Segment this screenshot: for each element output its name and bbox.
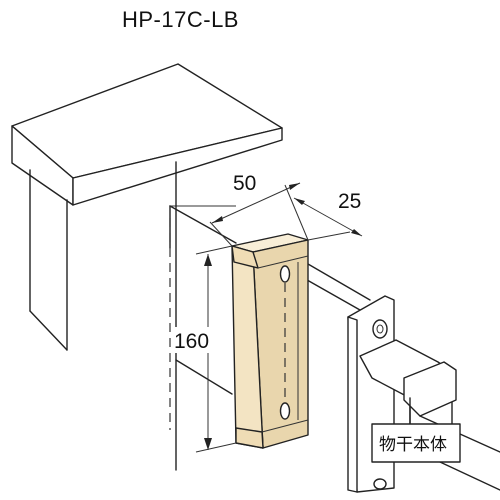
arrow-head bbox=[204, 254, 212, 266]
screw-hole-top bbox=[279, 265, 291, 283]
arrow-head bbox=[212, 216, 223, 223]
height-label-bg bbox=[172, 327, 222, 353]
extension-line bbox=[307, 231, 351, 241]
arrow-head bbox=[289, 183, 300, 190]
wooden-spacer-block bbox=[231, 233, 309, 449]
body-label: 物干本体 bbox=[379, 435, 447, 455]
plate-hole-top bbox=[372, 319, 388, 339]
beam-side bbox=[72, 127, 283, 206]
plate-hole-top-inner bbox=[376, 324, 384, 334]
dimension-depth: 25 bbox=[293, 190, 363, 241]
wall-edge bbox=[169, 205, 237, 244]
back-plate-edge bbox=[347, 316, 358, 493]
dimension-width: 50 bbox=[209, 172, 309, 247]
block-cap-line bbox=[257, 255, 309, 269]
arrow-head bbox=[204, 438, 212, 450]
clothes-dryer-body: 物干本体 bbox=[347, 295, 500, 493]
extension-line bbox=[195, 442, 237, 453]
screw-hole-bottom bbox=[279, 402, 291, 420]
block-bottom-line bbox=[261, 419, 309, 433]
dimension-line bbox=[293, 197, 363, 237]
plate-hole-bottom bbox=[373, 478, 387, 490]
extension-line bbox=[284, 184, 309, 241]
label-box bbox=[371, 423, 461, 463]
height-value: 160 bbox=[174, 330, 209, 353]
extension-line bbox=[195, 245, 233, 255]
arm-front bbox=[403, 361, 457, 417]
depth-value: 25 bbox=[338, 190, 361, 213]
rod-line bbox=[307, 263, 371, 301]
post-bottom bbox=[29, 310, 68, 351]
block-bottom-band bbox=[235, 427, 264, 449]
dimension-line bbox=[211, 182, 301, 224]
window-frame bbox=[11, 63, 283, 351]
width-value: 50 bbox=[233, 172, 256, 195]
extension-line bbox=[209, 221, 233, 247]
model-title: HP-17C-LB bbox=[122, 7, 239, 32]
wall-edge bbox=[175, 359, 233, 395]
arrow-head bbox=[294, 198, 305, 205]
arrow-head bbox=[351, 229, 362, 236]
dimension-height: 160 bbox=[172, 245, 237, 453]
